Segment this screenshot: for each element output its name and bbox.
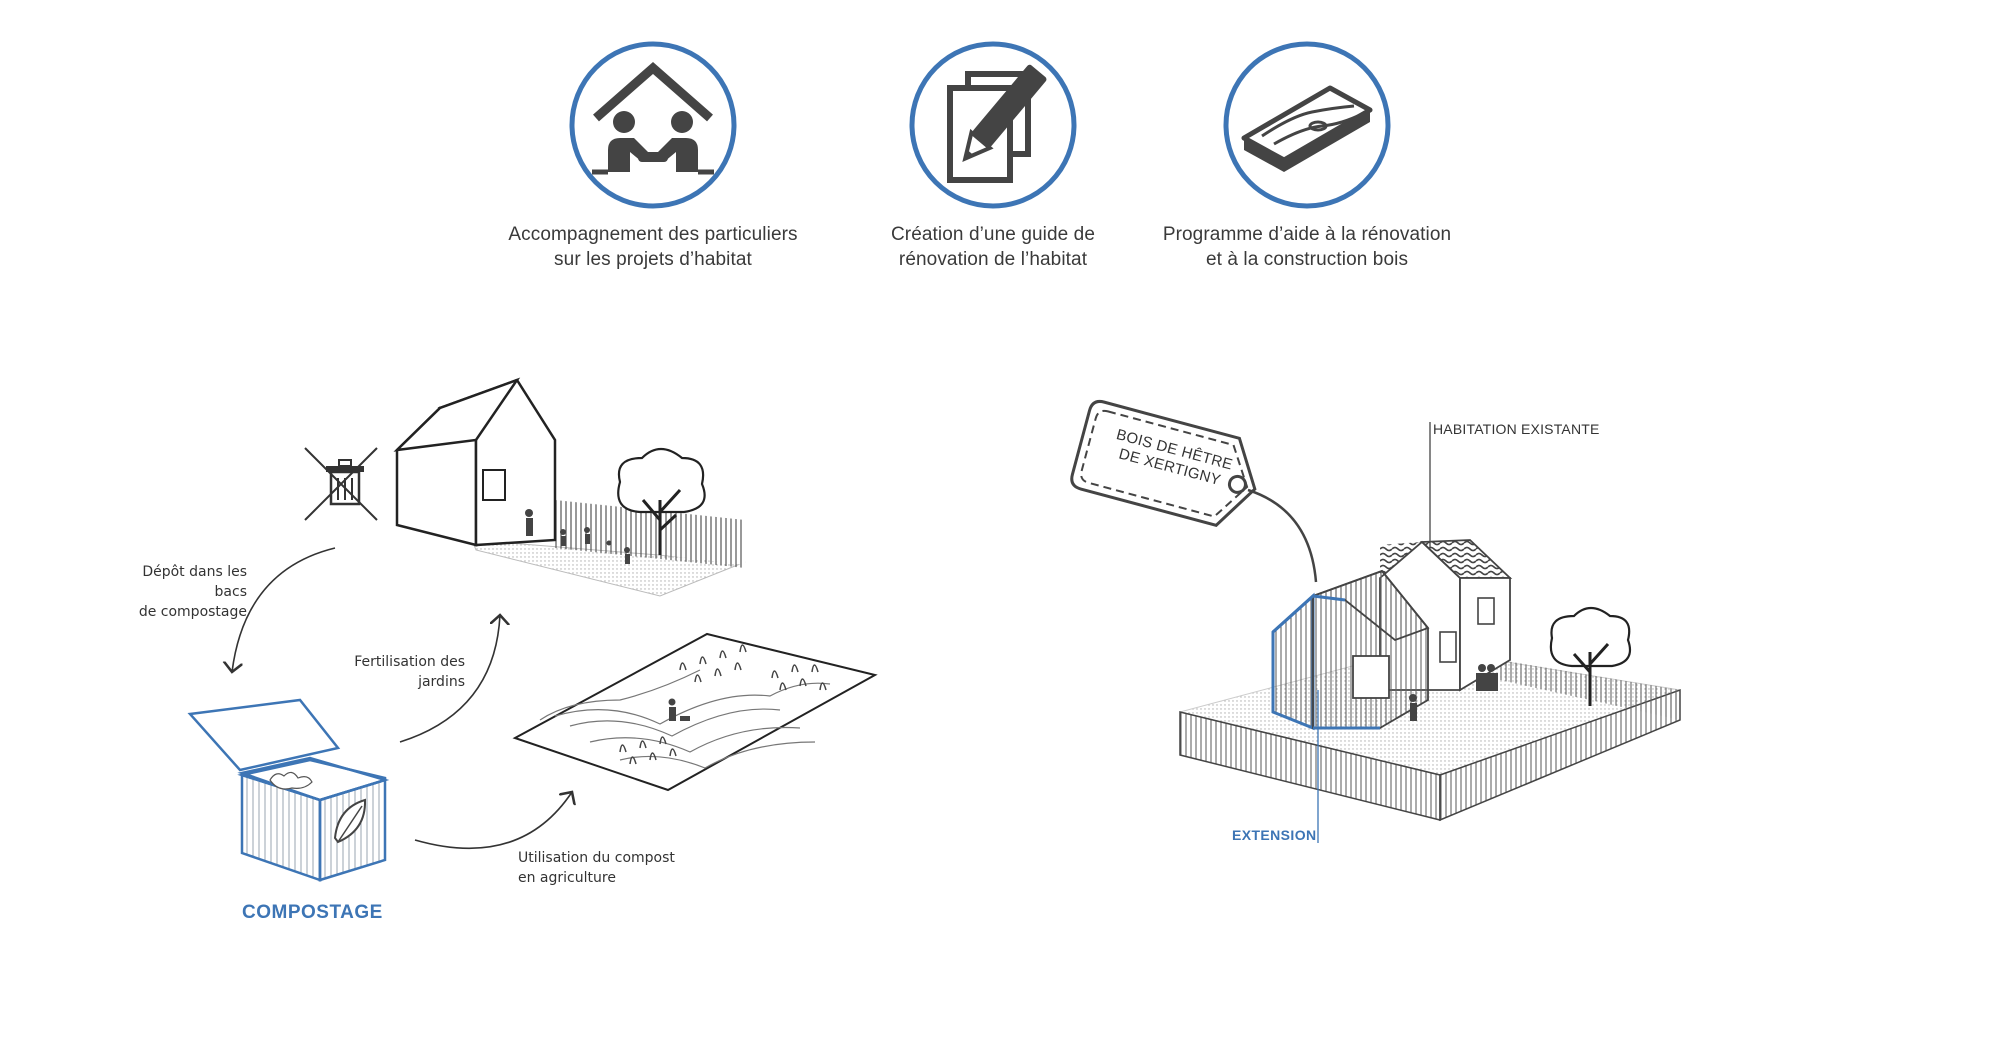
handshake-house-icon [569,41,737,209]
agriculture-field-illustration [512,632,878,792]
no-trash-icon [304,447,378,521]
wood-plank-icon [1223,41,1391,209]
caption-creation-line2: rénovation de l’habitat [898,249,1088,270]
label-fertilisation-line2: jardins [418,674,465,690]
extension-illustration [1070,399,1681,843]
label-utilisation-line1: Utilisation du compost [518,850,675,866]
house-garden-illustration [393,377,746,597]
compost-cycle-illustration [187,377,878,882]
caption-creation-line1: Création d’une guide de [890,224,1096,245]
caption-programme-line1: Programme d’aide à la rénovation [1162,224,1452,245]
caption-accompagnement-line2: sur les projets d’habitat [554,249,752,270]
compostage-label: COMPOSTAGE [242,902,383,923]
arrow-depot [232,547,336,672]
label-depot-line2: de compostage [138,604,247,620]
label-habitation-existante: HABITATION EXISTANTE [1433,421,1600,437]
compost-bin-illustration [187,698,390,882]
wood-tag [1070,399,1257,527]
caption-accompagnement-line1: Accompagnement des particuliers [508,224,798,245]
label-fertilisation-line1: Fertilisation des [354,654,465,670]
label-extension: EXTENSION [1232,827,1317,843]
arrow-utilisation [414,792,572,850]
pencil-paper-icon [909,41,1077,209]
label-utilisation-line2: en agriculture [518,870,616,886]
caption-programme-line2: et à la construction bois [1205,249,1409,270]
label-depot-line1: Dépôt dans les bacs [142,564,247,600]
arrow-fertilisation [399,615,500,743]
